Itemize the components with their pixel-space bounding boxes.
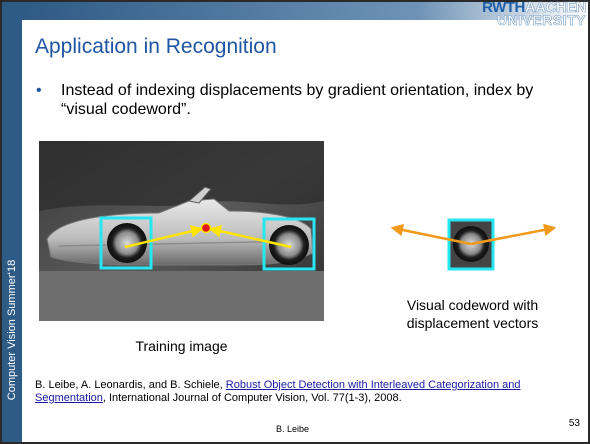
- top-bar: [22, 2, 588, 20]
- codeword-caption: Visual codeword with displacement vector…: [380, 296, 565, 332]
- detection-box-rear: [262, 217, 316, 271]
- codeword-vector-left: [390, 223, 472, 246]
- bullet-text: Instead of indexing displacements by gra…: [61, 82, 534, 118]
- codeword-caption-line1: Visual codeword with: [406, 297, 539, 313]
- footer-author: B. Leibe: [276, 424, 310, 434]
- slide-title: Application in Recognition: [35, 35, 277, 58]
- logo-university: UNIVERSITY: [496, 12, 586, 28]
- logo-rwth: RWTH: [482, 0, 525, 16]
- object-center-point: [200, 222, 212, 234]
- sidebar-course-label: Computer Vision Summer‘18: [2, 255, 22, 405]
- photo-ground: [39, 271, 324, 321]
- bullet-item: • Instead of indexing displacements by g…: [36, 81, 576, 119]
- university-logo: RWTHAACHEN UNIVERSITY: [482, 0, 587, 28]
- codeword-box: [447, 218, 495, 271]
- displacement-arrow-front: [124, 225, 204, 249]
- reference-authors: B. Leibe, A. Leonardis, and B. Schiele,: [35, 379, 226, 391]
- visual-codeword-illustration: [330, 200, 585, 290]
- bullet-dot-icon: •: [36, 82, 42, 99]
- page-number: 53: [568, 418, 580, 429]
- reference-citation: B. Leibe, A. Leonardis, and B. Schiele, …: [35, 379, 580, 405]
- sidebar-bar: [2, 2, 22, 442]
- sidebar-course-text: Computer Vision Summer‘18: [6, 259, 18, 401]
- training-image-caption: Training image: [135, 338, 228, 354]
- photo-foliage: [39, 141, 324, 211]
- detection-box-front: [99, 216, 153, 270]
- codeword-caption-line2: displacement vectors: [406, 315, 539, 331]
- displacement-arrow-rear: [208, 225, 292, 249]
- reference-title-link[interactable]: Robust Object Detection with Interleaved…: [35, 379, 521, 404]
- training-image: [39, 141, 324, 321]
- reference-details: , International Journal of Computer Visi…: [102, 392, 402, 404]
- logo-aachen: AACHEN: [524, 0, 587, 16]
- codeword-vector-right: [470, 223, 557, 246]
- car-wheel-front: [107, 223, 147, 263]
- car-windshield: [187, 186, 212, 204]
- car-wheel-rear: [269, 225, 309, 265]
